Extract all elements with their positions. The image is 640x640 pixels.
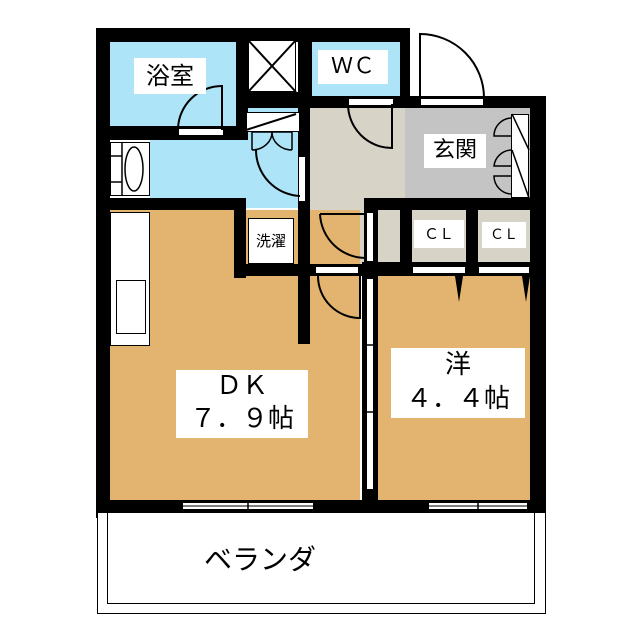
balcony-inner-border [107,512,535,604]
hall-door-opening [315,266,359,274]
balcony-label: ベランダ [203,543,316,576]
western-window [428,502,528,510]
bath-label: 浴室 [134,58,206,94]
outer-wall-right [530,96,546,518]
outer-wall-left [96,28,110,518]
dk-label: ＤＫ ７．９帖 [176,370,308,438]
wall-closet-divider-2 [466,198,478,276]
wall-closet-top [364,198,536,210]
outer-wall-top-left [96,28,410,42]
sliding-partition [366,278,374,490]
front-door-swing [419,32,485,99]
entrance-label: 玄関 [424,134,486,168]
closet-1-label: ＣＬ [414,220,464,248]
dk-room-size: ７．９帖 [189,404,294,434]
western-room-name: 洋 [444,350,471,380]
closet-2-label: ＣＬ [482,222,526,248]
wall-dk-top [96,198,246,210]
wall-bath-bottom [96,126,248,140]
western-label: 洋 ４．４帖 [391,348,525,418]
vanity-counter [110,142,150,196]
balcony [97,512,546,614]
bath-door-opening [178,128,224,136]
wall-bath-right [236,28,248,128]
western-room-size: ４．４帖 [405,384,510,414]
kitchen-sink [116,280,146,334]
dk-room-name: ＤＫ [215,371,268,401]
wall-wc-right [400,28,410,108]
dk-window [182,502,314,510]
wall-ps-shaft-bottom [240,92,310,102]
closet-1-door [412,266,466,274]
entrance-cabinet [511,114,529,198]
wc-label: ＷＣ [318,50,388,84]
wall-wc-left [298,28,312,108]
wall-dk-stub [298,264,310,344]
ps-shaft [248,40,296,92]
front-door-opening [420,98,484,106]
wall-washer-notch-left [234,198,246,278]
hall-lower-floor [378,210,400,262]
washer-label: 洗濯 [255,232,286,250]
wash-side-panel [298,156,306,202]
shoe-cabinet-wash [246,112,300,132]
closet-2-door [478,266,530,274]
hall-side-panel [366,212,374,262]
wall-closet-divider-1 [400,198,412,276]
washer-space [248,218,294,264]
wc-door-opening [348,98,394,106]
